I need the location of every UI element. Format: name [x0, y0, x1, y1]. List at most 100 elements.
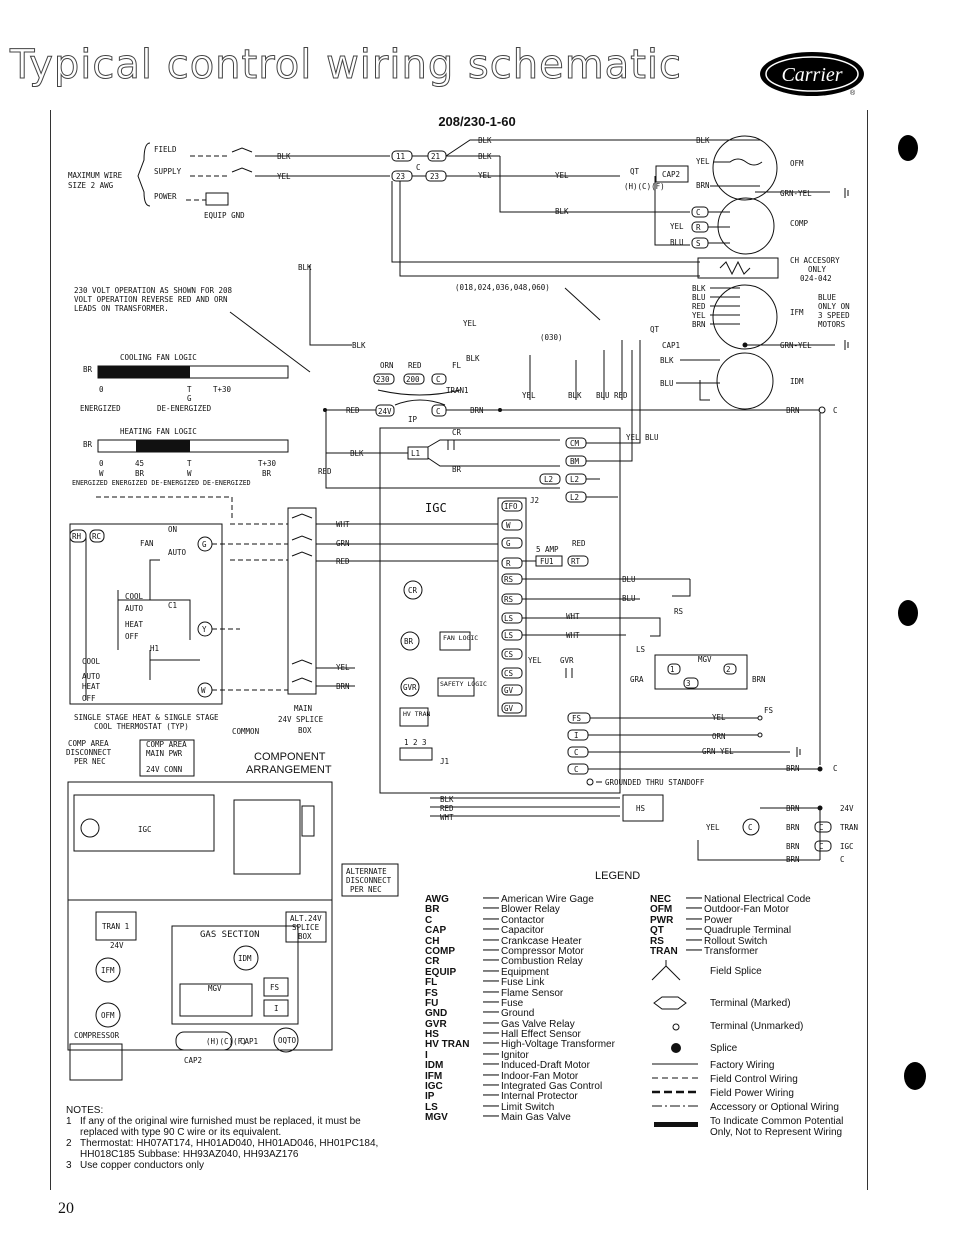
label-ofm: OFM: [790, 159, 804, 168]
wire-blu-igc: BLU: [645, 433, 659, 442]
compressor-label: COMPRESSOR: [74, 1031, 120, 1040]
label-comp: COMP: [790, 219, 809, 228]
comp-area-2: DISCONNECT: [66, 748, 112, 757]
field-label: FIELD: [154, 145, 177, 154]
svg-text:LS: LS: [504, 614, 514, 623]
wire-blk-030: BLK: [568, 391, 582, 400]
svg-text:24V: 24V: [378, 407, 392, 416]
thermo-c1: C1: [168, 601, 177, 610]
arr-mgv: MGV: [208, 984, 222, 993]
legend-field-control: Field Control Wiring: [710, 1074, 798, 1085]
label-cap2: CAP2: [662, 170, 680, 179]
label-ls: LS: [636, 645, 646, 654]
cooling-tick-t: T: [187, 385, 192, 394]
label-cap1: CAP1: [662, 341, 680, 350]
wire-red-tran: RED: [408, 361, 422, 370]
thermo-auto: AUTO: [168, 548, 187, 557]
cooling-tick-0: 0: [99, 385, 104, 394]
label-hs: HS: [636, 804, 646, 813]
legend-row: GND—Ground: [425, 1003, 535, 1021]
svg-text:L2: L2: [570, 475, 579, 484]
label-ip: IP: [408, 415, 418, 424]
svg-text:W: W: [201, 686, 206, 695]
svg-text:I: I: [274, 1004, 279, 1013]
main-splice-2: 24V SPLICE: [278, 715, 324, 724]
svg-text:W: W: [506, 521, 511, 530]
svg-text:23: 23: [430, 172, 439, 181]
brand-text: Carrier: [781, 64, 842, 86]
thermo-cool2: COOL: [82, 657, 101, 666]
legend-title: LEGEND: [595, 870, 641, 882]
wire-brn-tran: BRN: [786, 823, 800, 832]
svg-text:C: C: [748, 823, 753, 832]
svg-text:CS: CS: [504, 650, 514, 659]
heating-sub-3: W: [187, 469, 192, 478]
svg-text:200: 200: [406, 375, 420, 384]
svg-text:RT: RT: [571, 557, 581, 566]
svg-text:LS: LS: [504, 631, 514, 640]
label-24v-right: 24V: [840, 804, 854, 813]
wire-yel-ofm: YEL: [696, 157, 710, 166]
label-safety-logic: SAFETY LOGIC: [440, 680, 487, 688]
wire-red-fu: RED: [572, 539, 586, 548]
wire-yel-gvr: YEL: [528, 656, 542, 665]
wire-wht-tstat: WHT: [336, 520, 350, 529]
cooling-br: BR: [83, 365, 93, 374]
wire-blu-ifm: BLU: [692, 293, 706, 302]
page-title: Typical control wiring schematic: [10, 42, 682, 89]
heating-sub-2: BR: [135, 469, 145, 478]
legend-row: IDM—Induced-Draft Motor: [425, 1055, 590, 1073]
wire-blk-fl: BLK: [466, 354, 480, 363]
gas-section: GAS SECTION: [200, 930, 260, 940]
alt-splice-1: ALT.24V: [290, 914, 322, 923]
legend-field-power: Field Power Wiring: [710, 1088, 794, 1099]
label-ifm: IFM: [790, 308, 804, 317]
legend-row: HS—Hall Effect Sensor: [425, 1024, 581, 1042]
common-label: COMMON: [232, 727, 259, 736]
wire-blu-030: BLU: [596, 391, 610, 400]
thermo-auto2: AUTO: [125, 604, 144, 613]
legend-row: OFM—Outdoor-Fan Motor: [650, 899, 790, 917]
legend-row: GVR—Gas Valve Relay: [425, 1013, 575, 1031]
label-br-relay: BR: [404, 637, 414, 646]
common-potential-symbol: [654, 1122, 698, 1127]
svg-text:21: 21: [431, 152, 440, 161]
legend-symbols: [651, 960, 698, 1127]
wire-blu-idm: BLU: [660, 379, 674, 388]
label-fl: FL: [452, 361, 462, 370]
wire-yel-030: YEL: [522, 391, 536, 400]
label-qt-ifm: QT: [650, 325, 660, 334]
registered-mark: ®: [850, 90, 856, 97]
svg-text:1: 1: [670, 665, 675, 674]
legend-row: CH—Crankcase Heater: [425, 930, 582, 948]
label-igc: IGC: [425, 501, 447, 515]
wire-red-030: RED: [614, 391, 628, 400]
svg-text:S: S: [696, 239, 701, 248]
svg-text:CM: CM: [570, 439, 580, 448]
schematic-frame: [50, 110, 868, 1190]
heating-sub-1: W: [99, 469, 104, 478]
legend-column-2: NEC—National Electrical Code OFM—Outdoor…: [650, 889, 811, 958]
wire-blk-ifm2: BLK: [660, 356, 674, 365]
alt-disconnect-1: ALTERNATE: [346, 867, 387, 876]
legend-row: EQUIP—Equipment: [425, 961, 549, 979]
cooling-energized: ENERGIZED: [80, 404, 121, 413]
comp-area-1: COMP AREA: [68, 739, 109, 748]
svg-text:RH: RH: [72, 532, 82, 541]
conn-24v: 24V CONN: [146, 765, 182, 774]
wire-yel-top: YEL: [478, 171, 492, 180]
thermo-on: ON: [168, 525, 177, 534]
ifm-note-4: MOTORS: [818, 320, 846, 329]
notes-heading: NOTES:: [66, 1105, 104, 1116]
svg-text:C: C: [696, 208, 701, 217]
svg-text:C: C: [574, 748, 579, 757]
legend-common-potential: To Indicate Common Potential: [710, 1116, 844, 1127]
legend-row: CR—Combustion Relay: [425, 951, 583, 969]
equip-gnd-label: EQUIP GND: [204, 211, 245, 220]
legend-row: NEC—National Electrical Code: [650, 889, 811, 906]
legend-splice: Splice: [710, 1043, 738, 1054]
wire-red-igc: RED: [318, 467, 332, 476]
svg-text:GV: GV: [504, 704, 514, 713]
